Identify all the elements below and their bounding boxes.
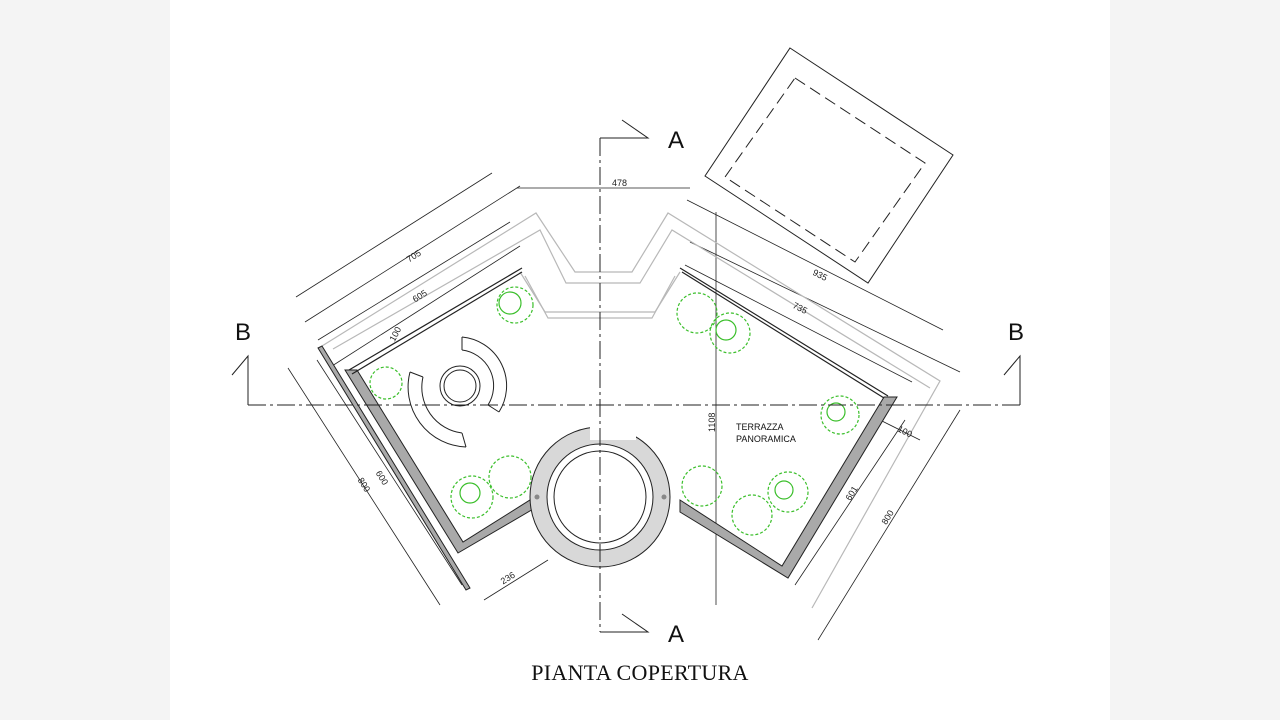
dimension-100-left: 100 (387, 325, 403, 343)
dimension-705: 705 (405, 248, 423, 264)
dimension-601: 601 (843, 484, 859, 502)
dimension-478: 478 (612, 178, 627, 188)
section-lines (231, 119, 1021, 633)
dimension-800-right: 800 (879, 508, 895, 526)
section-a-top-label: A (668, 127, 684, 154)
dimension-935: 935 (811, 267, 829, 283)
inner-edge (348, 267, 889, 399)
dimension-600: 600 (374, 469, 390, 487)
dimension-800-left: 800 (356, 476, 372, 494)
terrace-outline (321, 212, 941, 609)
dimension-605: 605 (411, 288, 429, 304)
dimension-236: 236 (499, 570, 517, 586)
section-a-bottom-label: A (668, 621, 684, 648)
section-b-left-label: B (235, 319, 251, 346)
dimension-1108: 1108 (707, 413, 717, 432)
curved-benches (407, 336, 508, 448)
terrace-walls (317, 345, 898, 591)
terrace-label-line2: PANORAMICA (736, 434, 796, 444)
dimension-735: 735 (791, 300, 809, 316)
dimension-100-right: 100 (896, 424, 914, 440)
terrace-label-line1: TERRAZZA (736, 422, 784, 432)
section-b-right-label: B (1008, 319, 1024, 346)
annex-structure (704, 47, 954, 284)
drawing-title: PIANTA COPERTURA (531, 660, 749, 685)
dimension-lines (287, 172, 961, 641)
plants (369, 286, 860, 536)
